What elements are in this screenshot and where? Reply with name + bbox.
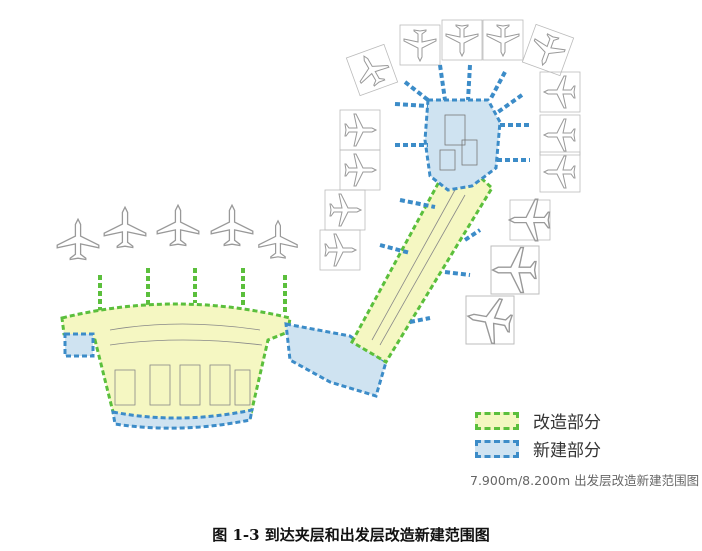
renovation-fingers (98, 268, 287, 315)
figure-title: 图 1-3 到达夹层和出发层改造新建范围图 (212, 526, 490, 544)
legend-label: 改造部分 (533, 413, 601, 433)
aircraft-stands-main (56, 204, 298, 261)
main-terminal-renovation (60, 302, 292, 427)
renovation-swatch (475, 411, 519, 430)
main-terminal-new-strip (111, 408, 254, 430)
pier-head-details (439, 114, 478, 171)
legend-item-renovation: 改造部分 (475, 408, 601, 433)
west-new-block (63, 332, 95, 358)
connector-new-section (284, 322, 388, 398)
new-fingers (379, 64, 530, 324)
interior-details (109, 323, 263, 406)
new-swatch (475, 439, 519, 458)
pier-renovation (349, 166, 494, 365)
pier-details (371, 189, 466, 346)
legend-item-new: 新建部分 (475, 436, 601, 461)
map-caption: 7.900m/8.200m 出发层改造新建范围图 (470, 473, 700, 488)
legend-label: 新建部分 (533, 441, 601, 461)
